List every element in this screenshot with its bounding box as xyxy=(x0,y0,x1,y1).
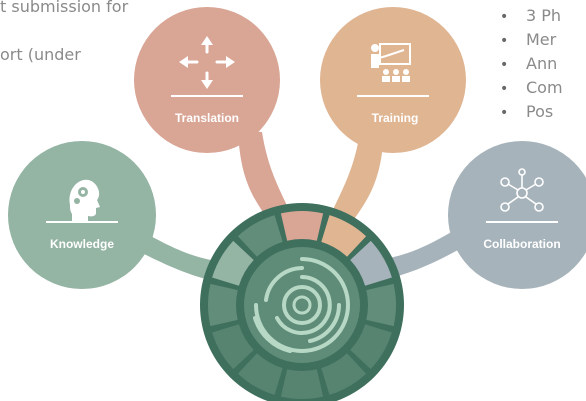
collaboration-label: Collaboration xyxy=(483,237,560,251)
node-collaboration: Collaboration xyxy=(448,141,586,289)
hub-segments xyxy=(208,211,396,399)
hub-segment xyxy=(280,369,324,399)
list-item: •Mer xyxy=(500,30,557,49)
hub-segment xyxy=(212,240,254,286)
hub-segment xyxy=(237,215,283,257)
hub-segment xyxy=(366,283,396,327)
head-gears-icon xyxy=(69,179,100,223)
list-item: •Com xyxy=(500,78,563,97)
translation-label: Translation xyxy=(175,111,239,125)
network-people-icon xyxy=(500,168,544,212)
hub-segment xyxy=(321,215,367,257)
hub-segment xyxy=(212,324,254,370)
connector-collaboration xyxy=(378,228,458,280)
connector-translation xyxy=(238,130,292,222)
list-item: •3 Ph xyxy=(500,6,562,25)
list-item: •Pos xyxy=(500,102,554,121)
hub xyxy=(200,203,404,401)
concentric-rings-icon xyxy=(253,257,350,353)
arrows-move-icon xyxy=(179,36,235,89)
presentation-icon xyxy=(371,43,411,82)
hub-segment xyxy=(237,353,283,395)
hub-segment xyxy=(350,324,392,370)
collaboration-circle xyxy=(448,141,586,289)
list-item: •Ann xyxy=(500,54,558,73)
hub-segment xyxy=(321,353,367,395)
bullet-list: •3 Ph •Mer •Ann •Com •Pos xyxy=(500,4,563,124)
hub-segment xyxy=(350,240,392,286)
hub-segment xyxy=(280,211,324,241)
node-knowledge: Knowledge xyxy=(8,141,156,289)
knowledge-label: Knowledge xyxy=(50,237,114,251)
connector-training xyxy=(330,130,384,222)
hub-inner xyxy=(244,247,360,363)
text-fragment-top-left: t submission for xyxy=(0,0,129,16)
node-training: Training xyxy=(320,7,466,153)
node-translation: Translation xyxy=(134,7,280,153)
text-fragment-left: ort (under xyxy=(0,45,81,64)
connector-knowledge xyxy=(140,230,222,282)
hub-segment xyxy=(208,283,238,327)
training-label: Training xyxy=(372,111,419,125)
